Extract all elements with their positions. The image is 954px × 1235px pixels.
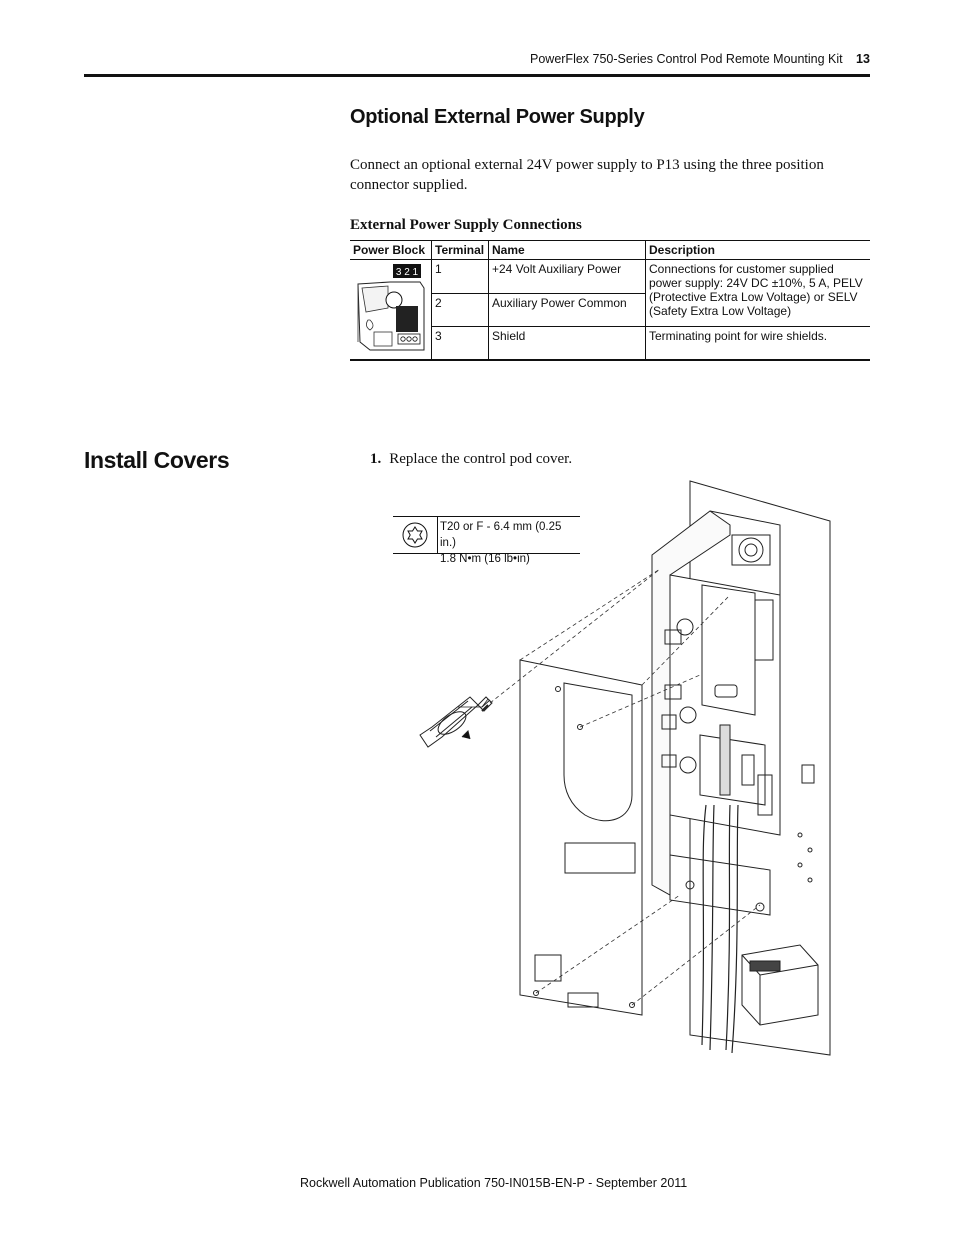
terminal-cell: 2 [431,293,489,327]
section-heading-install-covers: Install Covers [84,447,230,473]
column-header-name: Name [488,240,646,260]
column-header-power-block: Power Block [350,240,432,260]
header-rule [84,74,870,77]
section-heading-power-supply: Optional External Power Supply [350,106,645,128]
name-cell: Shield [488,326,646,361]
name-cell: Auxiliary Power Common [488,293,646,327]
terminal-cell: 3 [431,326,489,361]
description-cell: Connections for customer supplied power … [645,259,870,327]
page-number: 13 [856,52,870,66]
column-header-description: Description [645,240,870,260]
step-number: 1. [370,451,382,467]
table-row: 2 Auxiliary Power Common [350,293,870,327]
description-cell: Terminating point for wire shields. [645,326,870,361]
power-supply-paragraph: Connect an optional external 24V power s… [350,157,824,193]
column-header-terminal: Terminal [431,240,489,260]
terminal-cell: 1 [431,259,489,294]
power-block-connector-icon: 3 2 1 [357,264,425,351]
power-supply-table: Power Block Terminal Name Description 3 … [350,240,870,361]
name-cell: +24 Volt Auxiliary Power [488,259,646,294]
step-text: Replace the control pod cover. [389,451,573,467]
step-1: 1. Replace the control pod cover. [370,451,572,468]
power-block-label: 3 2 1 [396,267,419,278]
torque-spec-box: T20 or F - 6.4 mm (0.25 in.) 1.8 N•m (16… [393,516,580,565]
table-caption: External Power Supply Connections [350,217,582,233]
power-block-image-cell: 3 2 1 [350,259,432,361]
torque-bit-size: T20 or F - 6.4 mm (0.25 in.) [440,521,562,549]
table-row: 3 Shield Terminating point for wire shie… [350,326,870,361]
header-title: PowerFlex 750-Series Control Pod Remote … [530,52,843,66]
control-pod-cover-illustration [419,480,831,1056]
table-row: 3 2 1 1 +24 Volt Auxiliary Power Connect… [350,259,870,361]
torque-value: 1.8 N•m (16 lb•in) [440,553,530,565]
torx-bit-icon [402,522,428,548]
footer-publication: Rockwell Automation Publication 750-IN01… [300,1176,688,1190]
